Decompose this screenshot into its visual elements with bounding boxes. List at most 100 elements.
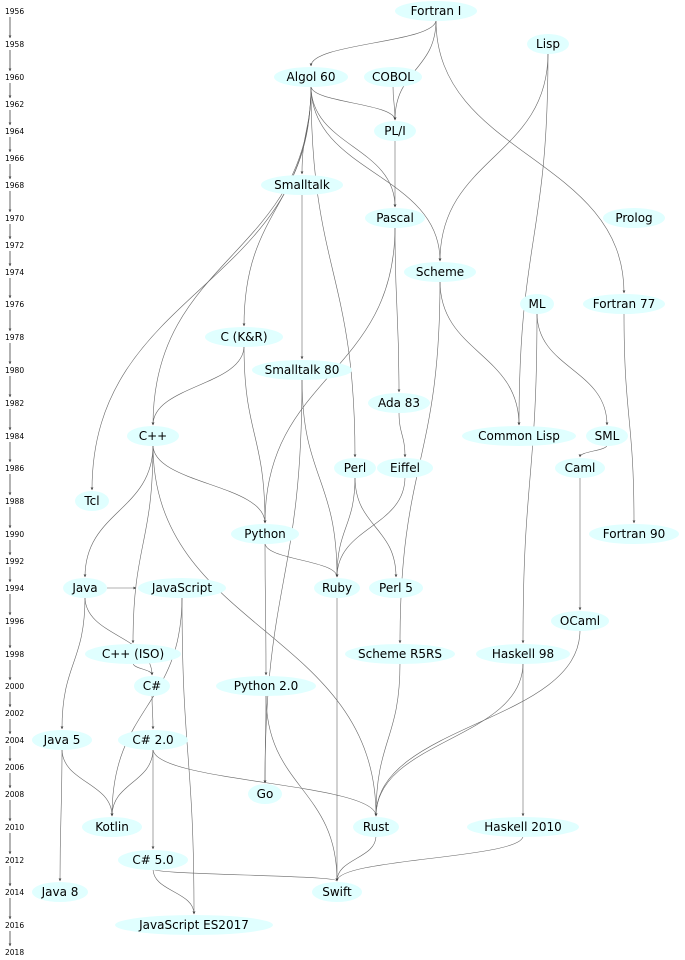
edge-algol60-to-ckr [242,85,312,327]
year-label: 1956 [5,7,24,16]
node-ellipse [63,578,107,598]
node-ellipse [138,578,226,598]
node-ellipse [583,294,665,314]
node-caml: Caml [555,458,605,478]
node-ellipse [312,882,362,902]
node-ellipse [353,817,399,837]
edge-lisp-to-scheme [438,52,549,262]
edge-python-to-ruby [264,542,339,578]
year-label: 1966 [5,154,24,163]
node-label: COBOL [372,70,414,84]
edge-pascal-to-ada83 [394,226,401,393]
node-eiffel: Eiffel [377,458,433,478]
node-lisp: Lisp [527,34,569,54]
node-ellipse [261,175,343,195]
node-swift: Swift [312,882,362,902]
node-ellipse [32,882,88,902]
node-label: Kotlin [95,820,129,834]
edge-scheme-to-commonlisp [439,280,521,426]
year-label: 1998 [5,650,24,659]
edge-algol60-to-tcl [90,85,312,491]
node-cobol: COBOL [364,67,422,87]
edge-cpp-to-python [152,444,267,524]
edge-ada83-to-eiffel [398,411,407,458]
year-label: 2018 [5,948,24,957]
node-scheme: Scheme [404,262,476,282]
node-cppiso: C++ (ISO) [85,644,181,664]
node-label: Swift [322,885,352,899]
node-label: Ada 83 [378,396,420,410]
node-ellipse [404,262,476,282]
node-ellipse [467,817,579,837]
year-label: 1980 [5,366,24,375]
edge-algol60-to-scheme [310,85,442,262]
node-ellipse [369,578,423,598]
node-label: Eiffel [390,461,420,475]
edge-smalltalk80-to-ruby [301,378,339,578]
node-smalltalk: Smalltalk [261,175,343,195]
node-ellipse [589,524,679,544]
node-label: C# [143,679,161,693]
node-ellipse [231,524,299,544]
edge-python20-to-go [263,694,267,784]
year-label: 2014 [5,888,24,897]
year-label: 1968 [5,181,24,190]
node-ellipse [377,458,433,478]
node-ckr: C (K&R) [205,327,283,347]
node-label: Common Lisp [478,429,560,443]
node-algol60: Algol 60 [274,67,348,87]
node-cpp: C++ [127,426,179,446]
year-label: 2016 [5,921,24,930]
year-label: 2010 [5,823,24,832]
node-ellipse [252,360,352,380]
node-label: Haskell 98 [492,647,554,661]
node-label: C++ [139,429,168,443]
node-es2017: JavaScript ES2017 [115,915,273,935]
node-label: Perl 5 [379,581,413,595]
edge-ckr-to-python [243,345,267,524]
edge-algol60-to-pascal [310,85,397,208]
node-label: Haskell 2010 [484,820,562,834]
node-ellipse [555,458,605,478]
node-label: Java [71,581,97,595]
node-label: Tcl [83,494,99,508]
node-ellipse [32,730,92,750]
timeline: 1956195819601962196419661968197019721974… [5,7,24,957]
node-label: Smalltalk [274,178,330,192]
node-label: PL/I [384,124,406,138]
node-javascript: JavaScript [138,578,226,598]
node-ellipse [462,426,576,446]
year-label: 1990 [5,530,24,539]
node-label: Fortran I [411,4,462,18]
edge-csharp20-to-rust [152,748,378,817]
node-java8: Java 8 [32,882,88,902]
node-perl: Perl [334,458,376,478]
node-ellipse [364,67,422,87]
node-label: Lisp [536,37,560,51]
year-label: 1972 [5,241,24,250]
node-ellipse [395,1,477,21]
node-java: Java [63,578,107,598]
edge-fortran77-to-fortran90 [623,312,636,524]
node-ellipse [374,121,416,141]
node-pascal: Pascal [365,208,425,228]
year-label: 2004 [5,736,24,745]
node-fortran77: Fortran 77 [583,294,665,314]
edge-cppiso-to-csharp [132,662,154,676]
year-label: 1974 [5,268,24,277]
node-go: Go [248,784,282,804]
edge-sml-to-caml [578,444,608,458]
edge-fortran1-to-pli [393,19,437,121]
year-label: 2002 [5,709,24,718]
node-label: Perl [344,461,366,475]
node-prolog: Prolog [603,208,665,228]
edge-eiffel-to-ruby [335,476,406,578]
node-ellipse [216,676,316,696]
year-label: 1984 [5,432,24,441]
node-ellipse [345,644,455,664]
node-ellipse [248,784,282,804]
node-label: Go [257,787,274,801]
node-label: OCaml [560,614,600,628]
node-label: JavaScript ES2017 [138,918,249,932]
node-rust: Rust [353,817,399,837]
